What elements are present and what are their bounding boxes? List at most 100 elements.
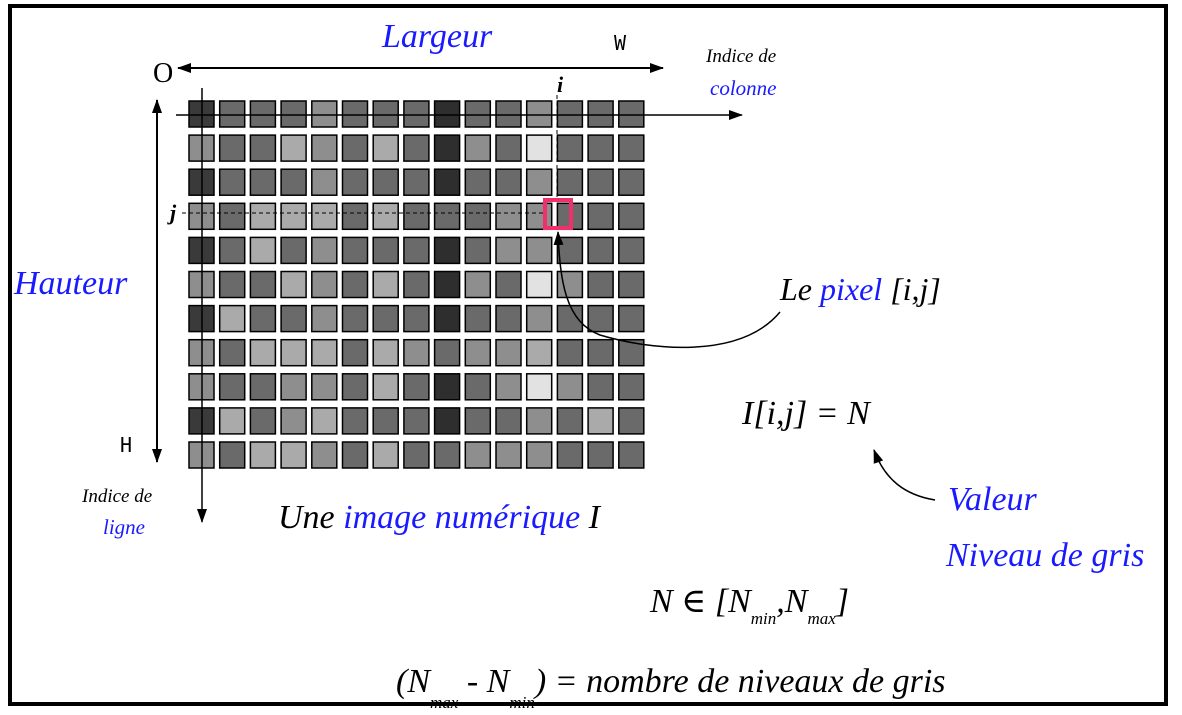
- pixel-cell: [372, 236, 399, 265]
- i-label: i: [557, 72, 564, 97]
- pixel-cell: [341, 304, 369, 333]
- pixel-cell: [403, 270, 430, 299]
- value-equation: I[i,j] = N: [741, 395, 872, 432]
- pixel-cell: [587, 202, 614, 231]
- pixel-cell: [280, 168, 307, 196]
- pixel-cell: [464, 134, 492, 162]
- pixel-cell: [341, 338, 369, 367]
- pixel-cell: [556, 407, 584, 435]
- pixel-cell: [433, 270, 461, 299]
- pixel-cell: [372, 134, 399, 162]
- pixel-cell: [495, 202, 522, 231]
- pixel-cell: [280, 202, 307, 231]
- gray-level-label: Niveau de gris: [945, 537, 1144, 574]
- pixel-cell: [525, 304, 553, 333]
- pixel-cell: [341, 407, 369, 435]
- pixel-cell: [249, 441, 277, 469]
- pixel-cell: [587, 134, 614, 162]
- j-label: j: [167, 200, 177, 225]
- pixel-cell: [556, 168, 584, 196]
- pixel-cell: [525, 202, 553, 231]
- pixel-cell: [587, 100, 614, 128]
- pixel-cell: [495, 134, 522, 162]
- height-letter: H: [120, 433, 132, 457]
- pixel-cell: [403, 373, 430, 401]
- pixel-cell: [433, 441, 461, 469]
- pixel-cell: [464, 270, 492, 299]
- pixel-cell: [433, 236, 461, 265]
- pixel-cell: [464, 407, 492, 435]
- pixel-cell: [525, 168, 553, 196]
- pixel-cell: [249, 338, 277, 367]
- pixel-cell: [618, 441, 645, 469]
- pixel-cell: [556, 373, 584, 401]
- pixel-cell: [525, 338, 553, 367]
- pixel-cell: [403, 304, 430, 333]
- width-letter: W: [614, 31, 627, 55]
- pixel-cell: [249, 134, 277, 162]
- pixel-cell: [618, 100, 645, 128]
- pixel-cell: [249, 100, 277, 128]
- pixel-cell: [311, 304, 338, 333]
- pixel-cell: [280, 407, 307, 435]
- pixel-cell: [525, 100, 553, 128]
- pixel-cell: [495, 373, 522, 401]
- pixel-cell: [433, 338, 461, 367]
- pixel-cell: [464, 373, 492, 401]
- pixel-cell: [311, 270, 338, 299]
- pixel-cell: [495, 270, 522, 299]
- pixel-cell: [464, 168, 492, 196]
- pixel-highlight: [543, 198, 573, 230]
- width-label: Largeur: [381, 18, 493, 55]
- pixel-cell: [525, 373, 553, 401]
- pixel-cell: [218, 202, 246, 231]
- pixel-cell: [433, 202, 461, 231]
- pixel-cell: [341, 100, 369, 128]
- pixel-cell: [372, 202, 399, 231]
- pixel-cell: [495, 168, 522, 196]
- pixel-cell: [403, 338, 430, 367]
- pixel-cell: [433, 168, 461, 196]
- pixel-cell: [495, 236, 522, 265]
- origin-label: O: [153, 58, 173, 89]
- pixel-cell: [218, 373, 246, 401]
- pixel-cell: [280, 134, 307, 162]
- value-label: Valeur: [948, 481, 1038, 518]
- diagram-frame: [8, 4, 1168, 706]
- pixel-cell: [587, 338, 614, 367]
- image-caption: Une image numérique I: [278, 499, 602, 536]
- pixel-cell: [587, 270, 614, 299]
- pixel-cell: [464, 202, 492, 231]
- pixel-cell: [218, 304, 246, 333]
- pixel-cell: [249, 407, 277, 435]
- pixel-cell: [372, 407, 399, 435]
- pixel-cell: [372, 168, 399, 196]
- pixel-cell: [587, 304, 614, 333]
- pixel-cell: [249, 304, 277, 333]
- pixel-cell: [587, 373, 614, 401]
- pixel-cell: [403, 407, 430, 435]
- pixel-cell: [587, 407, 614, 435]
- pixel-grid: [188, 100, 645, 469]
- pixel-cell: [249, 202, 277, 231]
- pixel-cell: [218, 270, 246, 299]
- row-index-label-blue: ligne: [103, 515, 145, 539]
- pixel-cell: [311, 407, 338, 435]
- pixel-cell: [372, 270, 399, 299]
- pixel-cell: [464, 338, 492, 367]
- pixel-cell: [218, 100, 246, 128]
- pixel-cell: [525, 134, 553, 162]
- pixel-cell: [495, 304, 522, 333]
- pixel-cell: [495, 338, 522, 367]
- pixel-cell: [618, 236, 645, 265]
- pixel-cell: [372, 338, 399, 367]
- pixel-cell: [341, 168, 369, 196]
- pixel-cell: [433, 373, 461, 401]
- pixel-cell: [403, 100, 430, 128]
- pixel-cell: [341, 134, 369, 162]
- pixel-cell: [495, 100, 522, 128]
- column-index-label: Indice de: [705, 46, 776, 67]
- pixel-cell: [618, 270, 645, 299]
- pixel-caption: Le pixel [i,j]: [779, 271, 941, 307]
- pixel-cell: [372, 441, 399, 469]
